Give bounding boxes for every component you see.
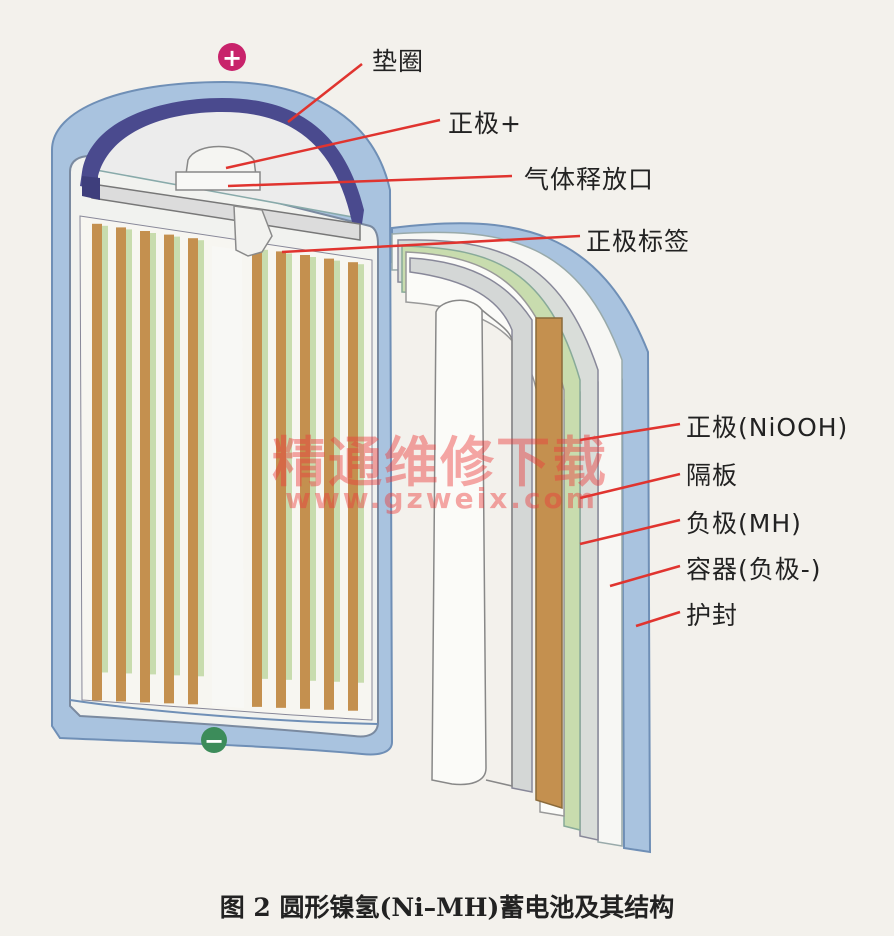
leader-lines — [225, 63, 681, 628]
electrode-stripe-positive — [300, 255, 310, 709]
watermark-url: www.gzweix.com — [285, 482, 598, 515]
electrode-stripe-positive — [116, 227, 126, 702]
label-gasket: 垫圈 — [372, 47, 425, 76]
electrode-stripe-positive — [324, 258, 334, 710]
gas-vent — [175, 171, 261, 191]
leader-gasket — [287, 63, 363, 123]
electrode-stripe-negative — [102, 225, 108, 673]
plate-ledge — [82, 176, 100, 200]
electrode-stripe-negative — [198, 240, 204, 677]
positive-tab — [233, 205, 273, 257]
leader-positive-tab — [281, 234, 581, 254]
electrode-stripe-positive — [164, 234, 174, 704]
positive-symbol: + — [218, 43, 246, 72]
leader-gas-vent — [227, 174, 513, 188]
watermark-title: 精通维修下载 — [272, 431, 608, 494]
electrode-stripe-positive — [92, 223, 102, 701]
layer-white-roll — [431, 299, 487, 786]
label-positive-terminal: 正极+ — [448, 109, 522, 138]
battery-diagram: + − — [51, 43, 681, 854]
electrode-stripe-positive — [188, 238, 198, 705]
electrode-stripe-negative — [262, 249, 268, 679]
label-gas-vent: 气体释放口 — [524, 165, 655, 194]
positive-symbol-glyph: + — [222, 44, 242, 72]
layer-grey-sheet — [409, 257, 533, 793]
leader-container — [609, 564, 681, 588]
negative-symbol-glyph: − — [204, 727, 224, 755]
electrode-stripes — [92, 223, 364, 711]
layer-white-roll-edge — [481, 309, 513, 787]
electrode-stripe-negative — [358, 264, 364, 683]
label-negative-electrode: 负极(MH) — [686, 509, 802, 538]
electrode-stripe-positive — [276, 251, 286, 708]
layer-positive-niooh — [535, 317, 563, 810]
leader-positive-electrode — [579, 422, 681, 442]
label-positive-electrode: 正极(NiOOH) — [686, 413, 849, 442]
label-seal: 护封 — [686, 601, 739, 630]
leader-separator — [579, 472, 681, 500]
positive-terminal — [185, 145, 257, 177]
electrode-stripe-negative — [334, 260, 340, 682]
electrode-stripe-negative — [150, 233, 156, 675]
center-core — [212, 246, 244, 708]
leader-positive-terminal — [225, 118, 441, 170]
leader-seal — [635, 610, 681, 628]
label-positive-tab: 正极标签 — [586, 227, 691, 256]
electrode-stripe-positive — [140, 231, 150, 703]
bottom-rim — [69, 699, 379, 725]
electrode-stripe-negative — [126, 229, 132, 674]
electrode-stripe-positive — [348, 262, 358, 711]
unrolled-layers — [391, 222, 652, 854]
electrode-stripe-positive — [252, 247, 262, 707]
electrode-stripe-negative — [310, 257, 316, 681]
negative-symbol: − — [201, 727, 227, 755]
label-separator: 隔板 — [686, 461, 739, 490]
electrode-stripe-negative — [174, 236, 180, 676]
leader-negative-electrode — [579, 518, 681, 546]
label-container: 容器(负极-) — [686, 555, 822, 584]
electrode-stripe-negative — [286, 253, 292, 680]
figure-caption: 图 2 圆形镍氢(Ni–MH)蓄电池及其结构 — [219, 893, 675, 922]
